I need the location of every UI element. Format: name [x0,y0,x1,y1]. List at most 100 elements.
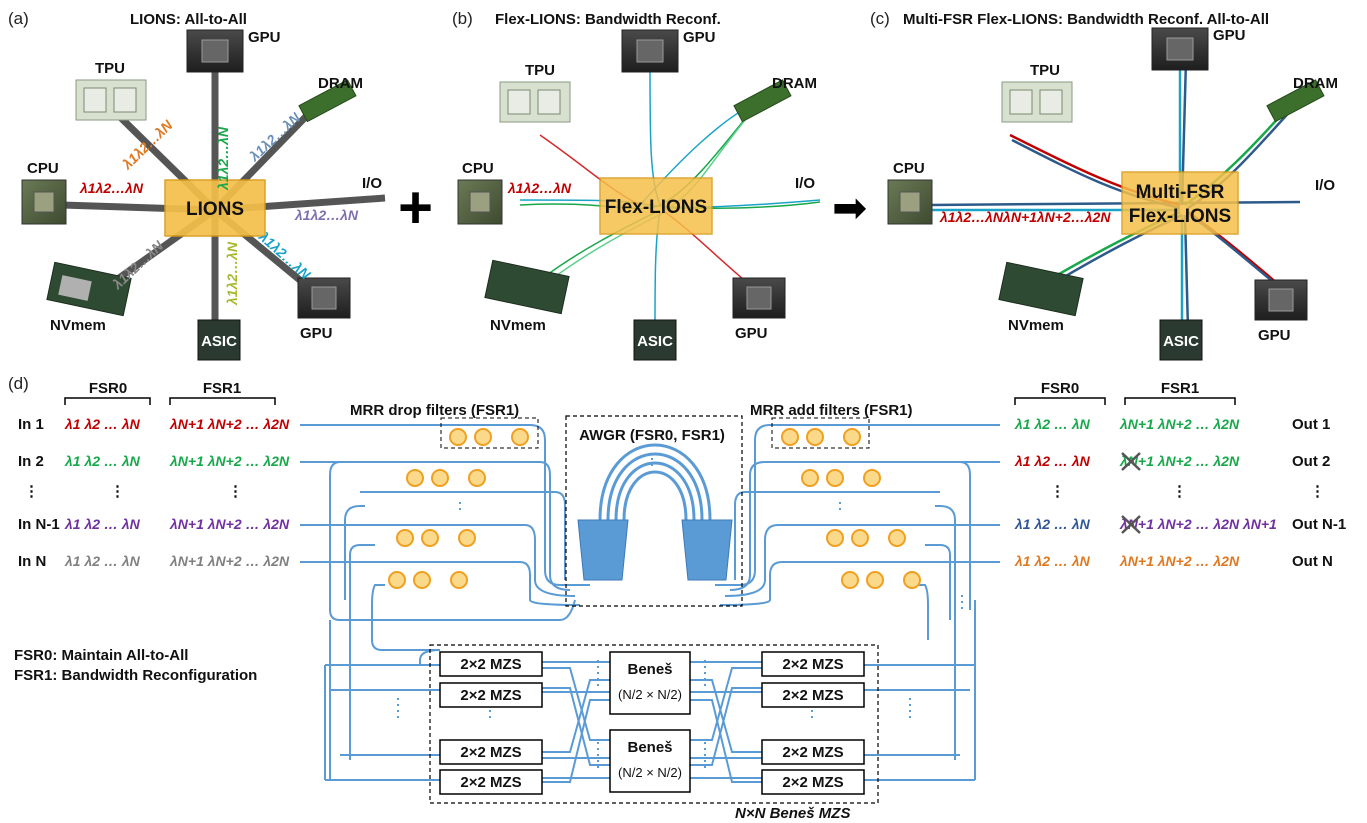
panel-d-letter: (d) [8,374,29,393]
nvmem-image-b [484,259,570,315]
nvmem-link-label: λ1λ2…λN [108,237,166,293]
gpu-top-image [186,29,244,73]
dram-image-b [733,79,792,123]
mzs-left-4: 2×2 MZS [460,774,521,791]
mzs-right-3: 2×2 MZS [782,744,843,761]
panel-a-title: LIONS: All-to-All [130,11,247,28]
asic-label-c: ASIC [1163,333,1199,350]
gpu-top-image-c [1151,27,1209,71]
awgr-block: AWGR (FSR0, FSR1) [565,415,743,607]
nvmem-label-c: NVmem [1008,317,1064,334]
flex-lions-hub [599,177,713,235]
ellipsis-dots [349,458,963,770]
panel-a-letter: (a) [8,9,29,28]
multi-fsr-hub [1121,171,1239,235]
cpu-label-b: CPU [462,160,494,177]
asic-image-b [633,319,677,361]
cpu-image [21,179,67,225]
asic-image-c [1159,319,1203,361]
add-filter-box [771,417,870,449]
mzs-left-3: 2×2 MZS [460,744,521,761]
benes-label-2: Beneš [627,739,672,756]
input-label-1: In 1 [18,416,44,433]
lions-hub-label: LIONS [186,199,244,220]
mzs-switches: 2×2 MZS 2×2 MZS 2×2 MZS 2×2 MZS 2×2 MZS … [439,651,865,795]
fsr1-header-right: FSR1 [1161,380,1199,397]
gpu-bottom-image-b [732,277,786,319]
fsr1-note: FSR1: Bandwidth Reconfiguration [14,667,257,684]
input-fsr1-3: ⋮ [228,483,243,500]
output-rows: λ1 λ2 … λN λN+1 λN+2 … λ2N Out 1 λ1 λ2 …… [1014,416,1346,570]
benes-size-1: (N/2 × N/2) [618,687,682,702]
flex-lions-hub-label: Flex-LIONS [605,197,707,218]
dram-image [298,79,357,123]
benes-label-1: Beneš [627,661,672,678]
output-fsr0-5: λ1 λ2 … λN [1014,553,1091,569]
tpu-label-b: TPU [525,62,555,79]
input-fsr1-5: λN+1 λN+2 … λ2N [169,553,290,569]
blocked-x-icon-1 [1121,452,1141,471]
io-label-c: I/O [1315,177,1335,194]
benes-caption: N×N Beneš MZS [735,805,850,822]
benes-size-2: (N/2 × N/2) [618,765,682,780]
input-fsr0-5: λ1 λ2 … λN [64,553,141,569]
gpu-top-label-c: GPU [1213,27,1246,44]
mzs-left-2: 2×2 MZS [460,687,521,704]
drop-filter-box [440,417,539,449]
gpu-bottom-label: GPU [300,325,333,342]
input-fsr1-4: λN+1 λN+2 … λ2N [169,516,290,532]
output-fsr1-4: λN+1 λN+2 … λ2N λN+1 [1119,516,1277,532]
cpu-link-label-c: λ1λ2…λNλN+1λN+2…λ2N [939,209,1111,225]
fsr0-header-left: FSR0 [89,380,127,397]
plus-symbol: + [398,174,433,241]
io-link-label: λ1λ2…λN [294,207,359,223]
panel-c-letter: (c) [870,9,890,28]
benes-subnetworks: Beneš (N/2 × N/2) Beneš (N/2 × N/2) [609,651,691,793]
input-label-2: In 2 [18,453,44,470]
gpu-link-label: λ1λ2…λN [215,126,231,191]
panel-b: (b) Flex-LIONS: Bandwidth Reconf. Flex-L… [452,9,821,361]
panel-a: (a) LIONS: All-to-All LIONS GPU TPU [8,9,386,361]
mzs-right-4: 2×2 MZS [782,774,843,791]
input-fsr0-2: λ1 λ2 … λN [64,453,141,469]
mzs-right-1: 2×2 MZS [782,656,843,673]
gpu-bottom-image-c [1254,279,1308,321]
nvmem-image-c [998,261,1084,317]
add-filters-label: MRR add filters (FSR1) [750,402,913,419]
panel-c-title: Multi-FSR Flex-LIONS: Bandwidth Reconf. … [903,11,1269,28]
multi-fsr-fibers [929,59,1301,331]
output-label-2: Out 2 [1292,453,1330,470]
multi-fsr-hub-label-2: Flex-LIONS [1129,206,1231,227]
io-label-b: I/O [795,175,815,192]
input-fsr0-4: λ1 λ2 … λN [64,516,141,532]
cpu-image-b [457,179,503,225]
mrr-drop-rings [388,428,529,589]
input-fsr0-3: ⋮ [110,483,125,500]
fsr1-header-left: FSR1 [203,380,241,397]
panel-b-letter: (b) [452,9,473,28]
asic-image [197,319,241,361]
dram-label-b: DRAM [772,75,817,92]
mzs-right-2: 2×2 MZS [782,687,843,704]
input-fsr1-1: λN+1 λN+2 … λ2N [169,416,290,432]
gpu2-link-label: λ1λ2…λN [255,228,314,283]
asic-label: ASIC [201,333,237,350]
blocked-x-icon-2 [1121,515,1141,534]
io-label: I/O [362,175,382,192]
asic-label-b: ASIC [637,333,673,350]
cpu-link-label-b: λ1λ2…λN [507,180,572,196]
output-fsr1-3: ⋮ [1172,483,1187,500]
panel-d: (d) FSR0 FSR1 FSR0 FSR1 In 1 λ1 λ2 … λN … [8,374,1346,822]
awgr-left-coupler [577,519,629,581]
tpu-image-b [499,81,571,123]
output-fsr0-2: λ1 λ2 … λN [1014,453,1091,469]
dram-label: DRAM [318,75,363,92]
dram-label-c: DRAM [1293,75,1338,92]
lions-hub [164,179,266,237]
output-fsr1-1: λN+1 λN+2 … λ2N [1119,416,1240,432]
output-fsr1-5: λN+1 λN+2 … λ2N [1119,553,1240,569]
awgr-label: AWGR (FSR0, FSR1) [579,427,725,444]
dram-image-c [1266,79,1325,123]
tpu-image-c [1001,81,1073,123]
